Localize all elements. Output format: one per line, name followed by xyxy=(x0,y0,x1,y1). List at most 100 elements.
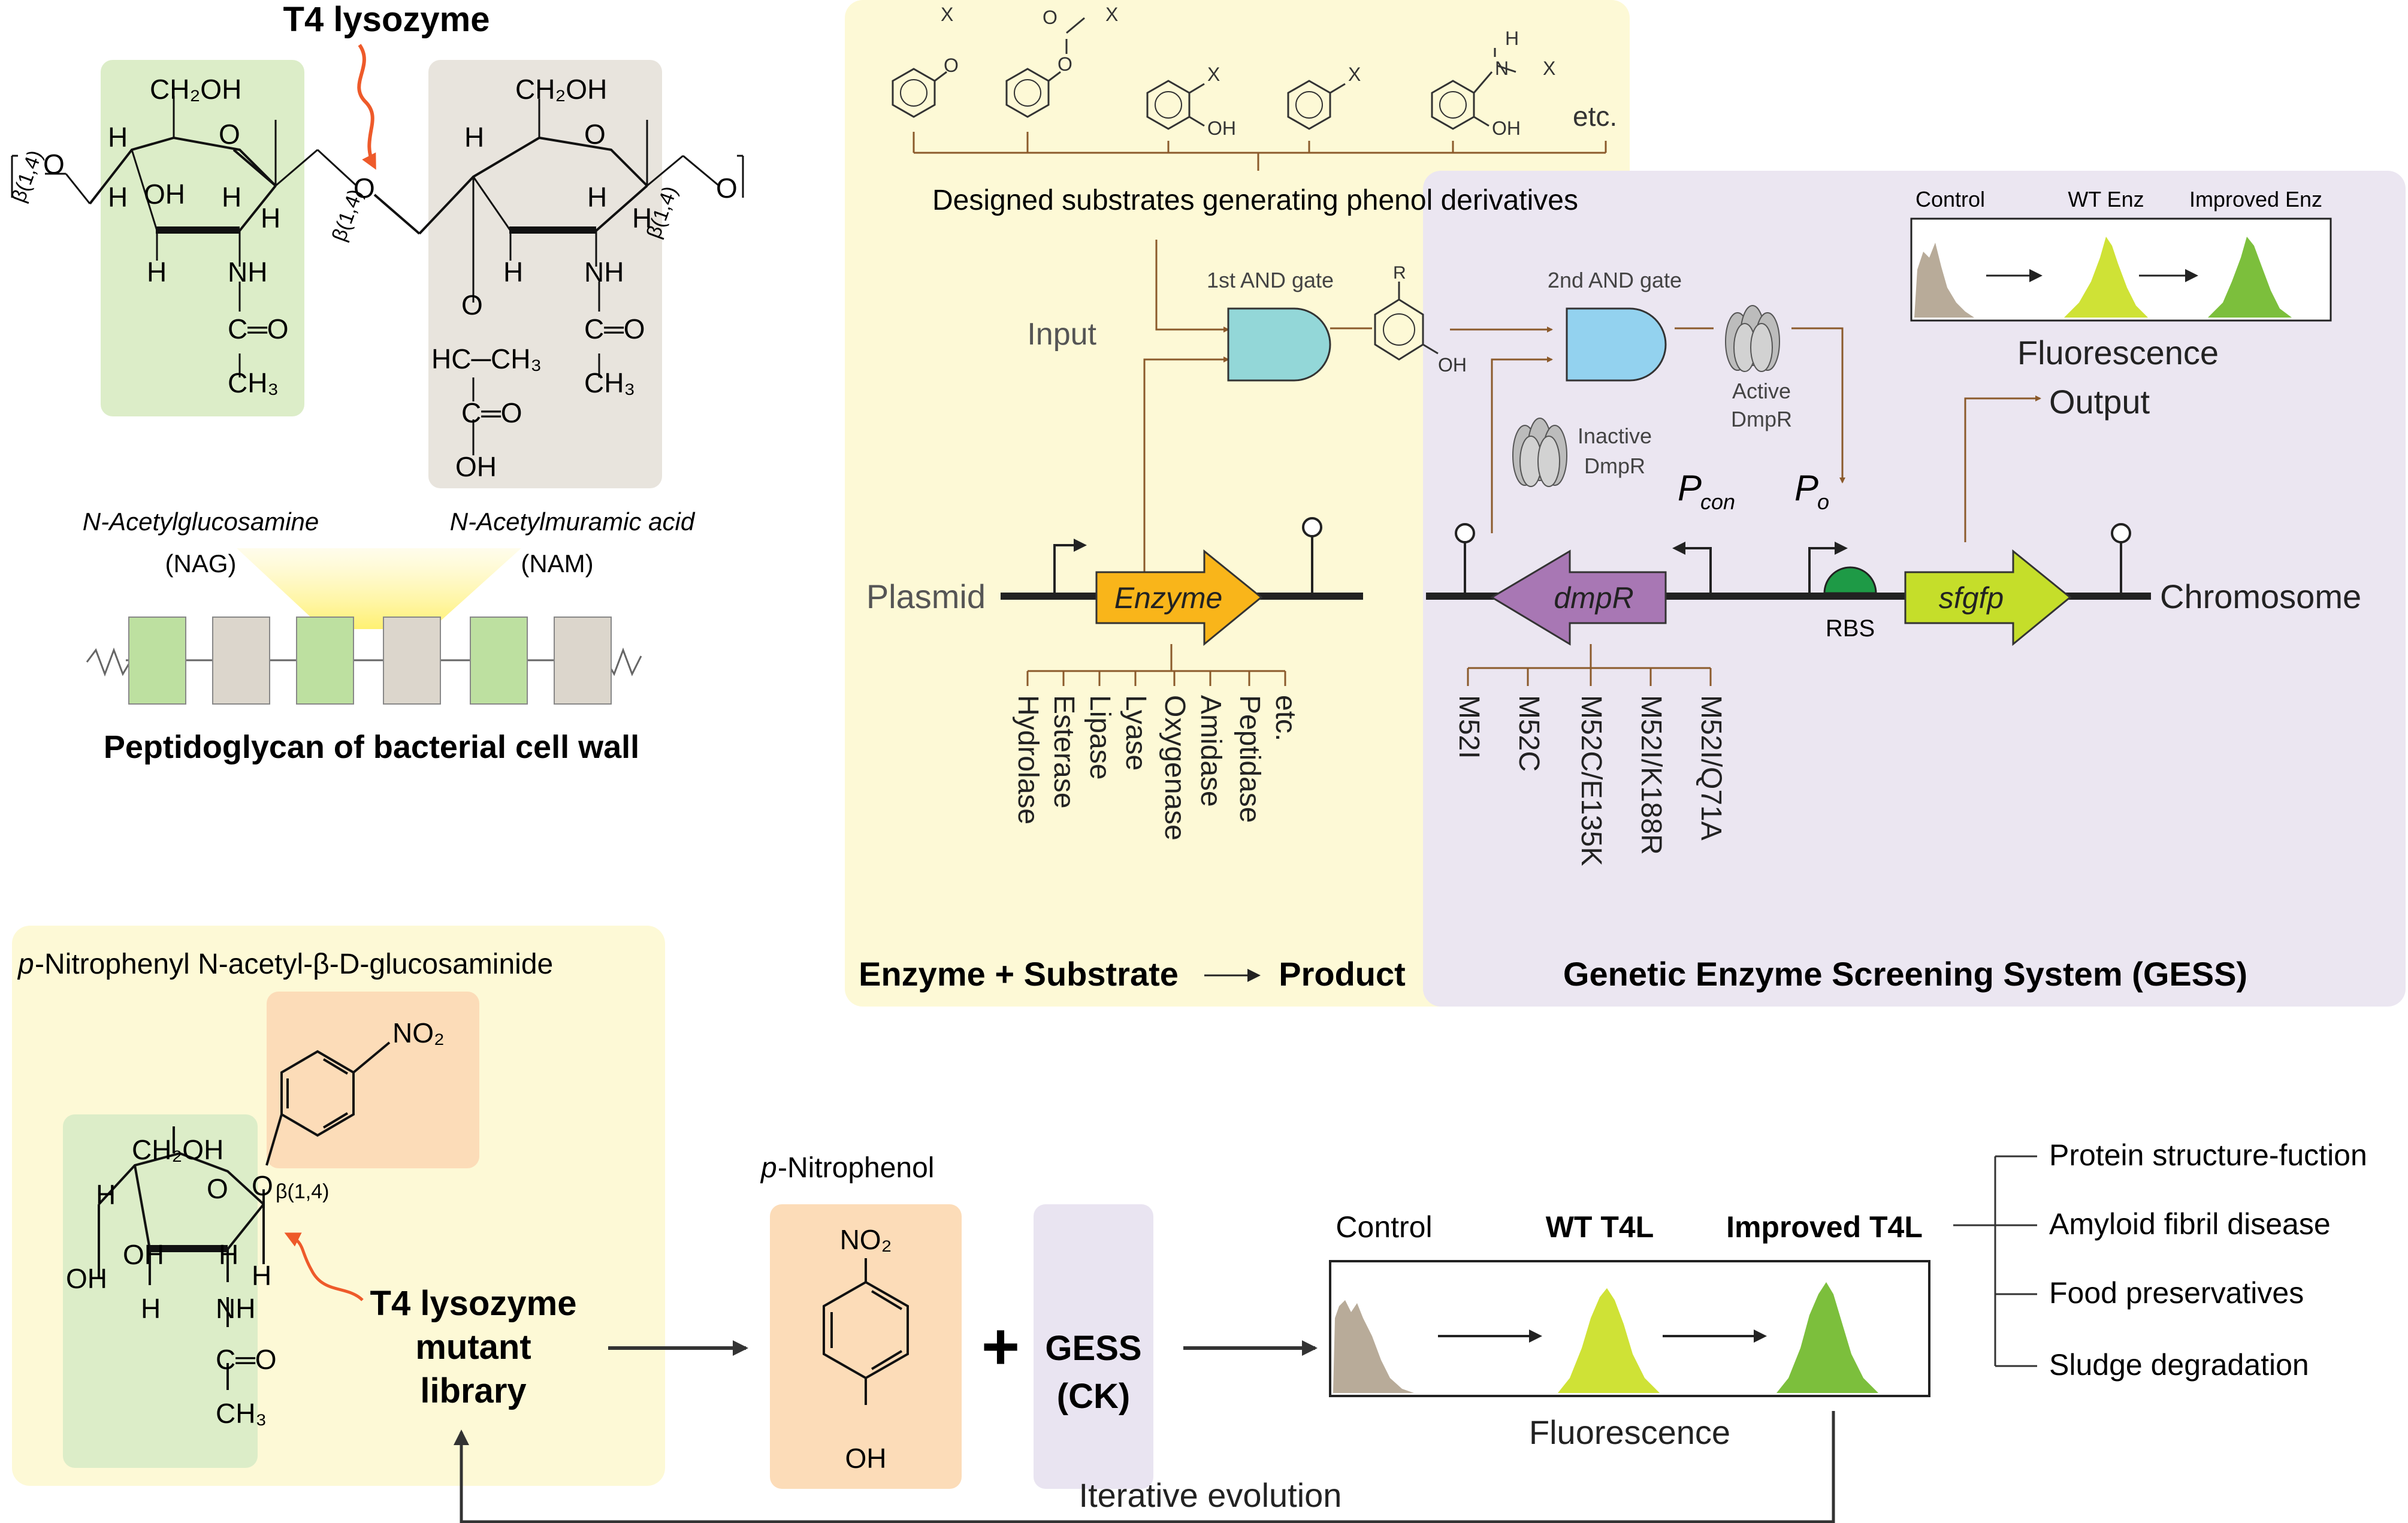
phenol-r: R xyxy=(1393,263,1406,283)
nag-co: C═O xyxy=(228,313,289,345)
pnp-title-italic: p xyxy=(760,1152,777,1184)
bottom-ch2oh: CH₂OH xyxy=(132,1134,223,1165)
phenol-product xyxy=(1374,282,1439,361)
gess-hist-improved xyxy=(2208,237,2292,318)
bottom-glyco-o: O xyxy=(252,1170,273,1201)
pnp-glcnac-title: -Nitrophenyl N-acetyl-β-D-glucosaminide xyxy=(35,948,553,980)
nam-lactyl-hc: HC─CH₃ xyxy=(431,343,542,374)
s1-x: X xyxy=(941,4,953,25)
pnp-glcnac-title-italic: p xyxy=(17,948,34,980)
nam-ch2oh: CH₂OH xyxy=(515,74,607,105)
glcnac-highlight xyxy=(63,1114,258,1468)
library-line-2: mutant xyxy=(415,1328,531,1367)
application-0: Protein structure-fuction xyxy=(2049,1138,2367,1172)
substrates-caption: Designed substrates generating phenol de… xyxy=(932,185,1578,216)
plasmid: Plasmid Enzyme xyxy=(866,517,1363,646)
nag-nh: NH xyxy=(228,256,267,288)
enzyme-class-1: Esterase xyxy=(1048,695,1080,808)
s5-n: N xyxy=(1495,58,1509,79)
application-1: Amyloid fibril disease xyxy=(2049,1207,2331,1241)
peptidoglycan-caption: Peptidoglycan of bacterial cell wall xyxy=(104,729,639,765)
plasmid-label: Plasmid xyxy=(866,578,986,615)
enzyme-class-5: Amidase xyxy=(1195,695,1226,807)
nag-h-5: H xyxy=(147,256,167,288)
enzyme-gene xyxy=(1095,549,1263,646)
s5-oh: OH xyxy=(1492,117,1521,139)
mutants-list: M52I M52C M52C/E135K M52I/K188R M52I/Q71… xyxy=(1453,695,1727,866)
inactive-dmpr-icon xyxy=(1512,418,1567,487)
application-3: Sludge degradation xyxy=(2049,1348,2309,1382)
bottom-structure xyxy=(98,1041,391,1390)
nag-h-4: H xyxy=(261,203,280,234)
nam-h-3: H xyxy=(632,203,652,234)
bottom-h-4: H xyxy=(141,1293,161,1324)
bottom-fluorescence-label: Fluorescence xyxy=(1529,1413,1730,1451)
bottom-hist-control-label: Control xyxy=(1336,1210,1432,1244)
library-arrow xyxy=(284,1232,364,1301)
nam-ring-o: O xyxy=(584,119,606,150)
chromosome: dmpR P con P o RBS sfgfp Chromosome xyxy=(1426,468,2361,646)
inactive-dmpr-line1: Inactive xyxy=(1578,424,1652,448)
cleavage-arrow xyxy=(357,44,376,170)
active-dmpr-line2: DmpR xyxy=(1731,407,1792,431)
gess-hist-wt-label: WT Enz xyxy=(2068,187,2144,211)
substrates-etc: etc. xyxy=(1573,101,1617,132)
s4-x: X xyxy=(1348,64,1361,85)
bottom-hist-wt-label: WT T4L xyxy=(1546,1210,1654,1244)
s2-o2: O xyxy=(1043,7,1058,28)
nam-nh: NH xyxy=(584,256,624,288)
s2-o: O xyxy=(1058,53,1072,75)
bottom-h-3: H xyxy=(252,1260,271,1291)
nag-structure xyxy=(11,96,358,377)
nag-h-1: H xyxy=(108,122,128,153)
nam-lactyl-oh: OH xyxy=(455,451,497,482)
gess-hist-wt xyxy=(2064,237,2148,318)
glyco-o: O xyxy=(354,173,375,204)
nag-ch3: CH₃ xyxy=(228,367,279,398)
enzyme-class-6: Peptidase xyxy=(1234,695,1265,823)
bottom-oh: OH xyxy=(123,1239,164,1270)
plus-sign: + xyxy=(981,1310,1020,1383)
rbs-shape xyxy=(1823,566,1877,594)
nag-ring-o: O xyxy=(219,119,240,150)
bottom-ring-o: O xyxy=(207,1173,228,1204)
nag-ch2oh: CH₂OH xyxy=(150,74,241,105)
nam-h-1: H xyxy=(464,122,484,153)
substrate-4 xyxy=(1287,80,1346,130)
right-o: O xyxy=(716,173,738,204)
nag-highlight xyxy=(101,60,304,416)
s5-h: H xyxy=(1505,28,1519,49)
pnp-structure xyxy=(823,1258,909,1405)
substrates-row xyxy=(892,17,1516,130)
enzyme-substrate-caption: Enzyme + Substrate xyxy=(859,955,1179,993)
iterative-evolution-label: Iterative evolution xyxy=(1079,1476,1342,1514)
nag-h-2: H xyxy=(108,182,128,213)
dmpR-gene xyxy=(1490,549,1667,646)
nag-h-3: H xyxy=(222,182,241,213)
gess-ck-line-1: GESS xyxy=(1045,1329,1141,1368)
library-line-1: T4 lysozyme xyxy=(370,1284,577,1323)
substrate-3 xyxy=(1146,80,1205,130)
nam-lactyl-co: C═O xyxy=(461,397,522,428)
gate2-label: 2nd AND gate xyxy=(1548,268,1682,292)
nitrophenyl-highlight xyxy=(267,992,479,1168)
nam-name: N-Acetylmuramic acid xyxy=(450,507,696,536)
s3-x: X xyxy=(1207,64,1220,85)
nam-highlight xyxy=(428,60,662,488)
rbs-label: RBS xyxy=(1826,615,1875,642)
nag-abbr: (NAG) xyxy=(165,549,237,578)
po-sub: o xyxy=(1817,489,1829,514)
nam-atoms: CH₂OH O H H H H NH C═O CH₃ O HC─CH₃ C═O … xyxy=(431,74,738,482)
pnp-no2: NO₂ xyxy=(840,1224,892,1255)
bottom-hist-wt xyxy=(1558,1288,1660,1393)
enzyme-gene-label: Enzyme xyxy=(1114,581,1223,615)
mutant-1: M52C xyxy=(1513,695,1545,772)
bottom-ho: OH xyxy=(66,1263,107,1294)
gess-ck-box xyxy=(1034,1204,1153,1489)
pcon-p: P xyxy=(1678,468,1702,508)
enzyme-class-3: Lyase xyxy=(1120,695,1152,770)
s2-x: X xyxy=(1105,4,1118,25)
substrate-5 xyxy=(1431,48,1516,130)
t4-lysozyme-title: T4 lysozyme xyxy=(283,0,490,39)
nam-co: C═O xyxy=(584,313,645,345)
